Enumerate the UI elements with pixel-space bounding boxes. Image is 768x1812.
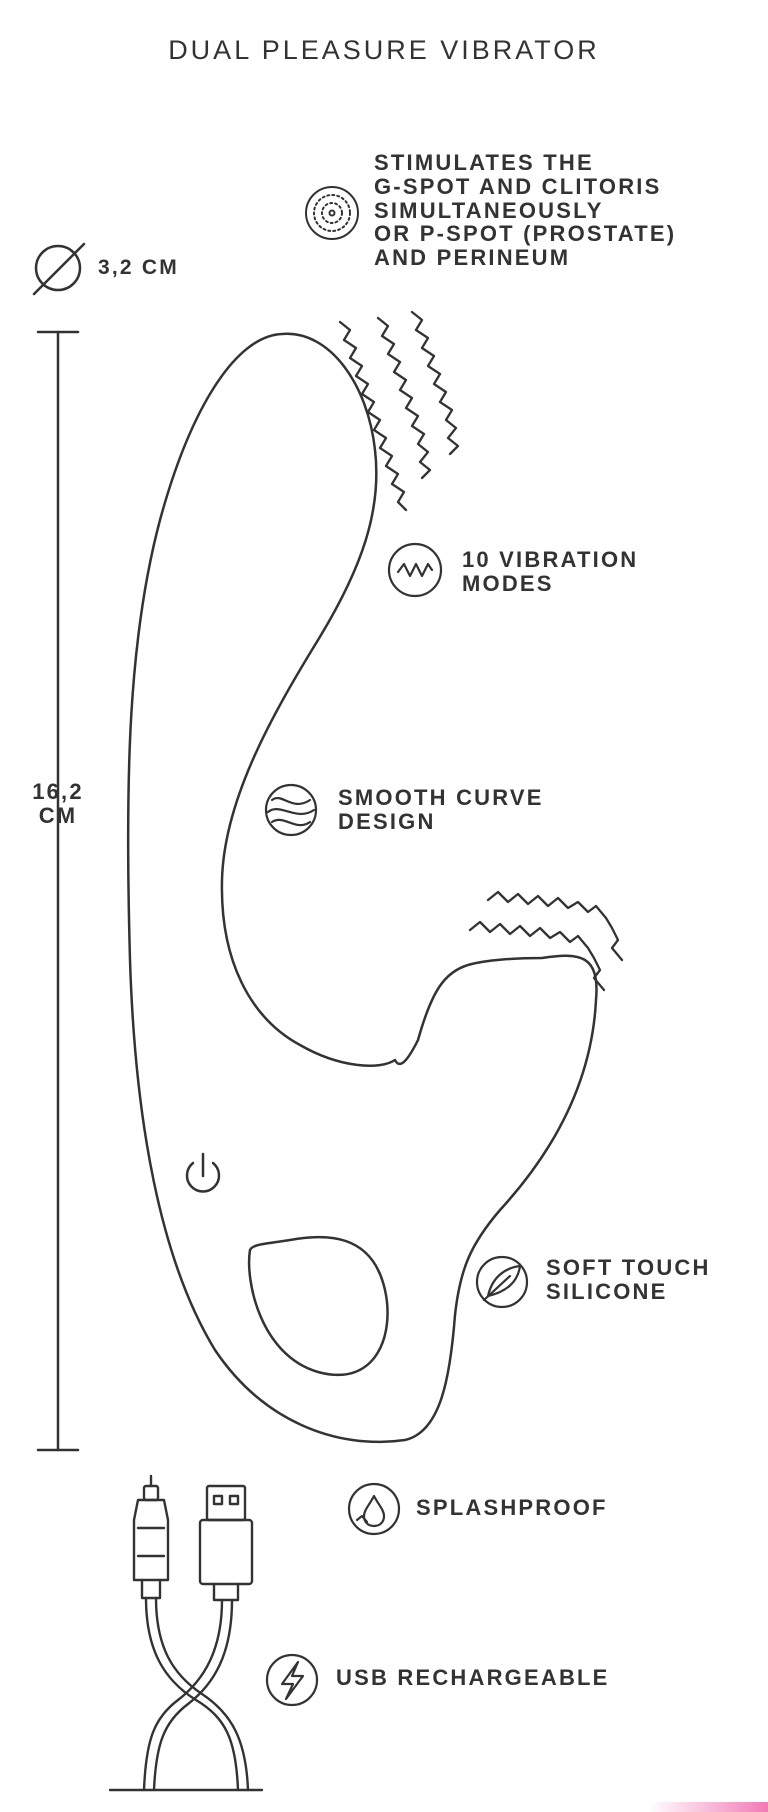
feature-silicone-label: SOFT TOUCH SILICONE: [546, 1255, 711, 1304]
feature-curve-label: SMOOTH CURVE DESIGN: [338, 785, 544, 834]
lightning-icon: [265, 1653, 319, 1707]
egg-cutout: [247, 1235, 389, 1377]
feature-vibration-label: 10 VIBRATION MODES: [462, 547, 639, 596]
vibrator-outline: [126, 332, 598, 1444]
feather-icon: [475, 1255, 529, 1309]
length-value: 16,2 CM: [32, 779, 84, 828]
feature-usb-label: USB RECHARGEABLE: [336, 1665, 610, 1690]
feature-stimulation-label: STIMULATES THE G-SPOT AND CLITORIS SIMUL…: [374, 150, 677, 270]
power-button-icon: [185, 1152, 221, 1193]
top-vibration-lines: [338, 310, 460, 512]
curve-icon: [264, 783, 318, 837]
usb-cable-illustration: [108, 1474, 264, 1792]
lower-vibration-lines: [468, 890, 624, 992]
diameter-icon: [32, 242, 86, 296]
diameter-value: 3,2 CM: [98, 256, 179, 279]
droplet-icon: [347, 1482, 401, 1536]
pink-accent-strip: [648, 1802, 768, 1812]
target-icon: [305, 186, 359, 240]
length-dimension-line: [36, 330, 80, 1452]
page-title: DUAL PLEASURE VIBRATOR: [168, 35, 600, 65]
wave-icon: [387, 542, 443, 598]
feature-splash-label: SPLASHPROOF: [416, 1495, 608, 1520]
